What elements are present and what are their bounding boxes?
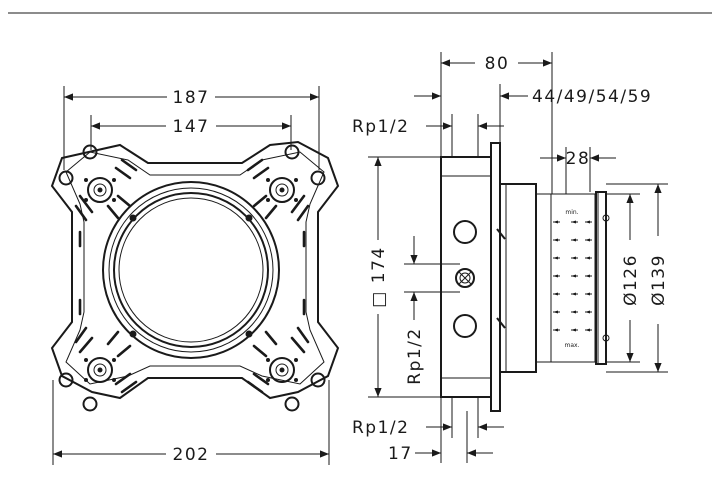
dim-187: 187: [63, 86, 320, 170]
dim-187-label: 187: [173, 88, 210, 108]
dim-147: 147: [90, 115, 292, 150]
dim-202: 202: [52, 380, 330, 465]
dim-202-label: 202: [173, 445, 210, 465]
dim-80-label: 80: [485, 54, 510, 74]
dim-28: 28: [540, 147, 616, 194]
dim-174: □ 174: [368, 156, 441, 398]
dim-rp-bottom: Rp1/2: [352, 397, 504, 438]
dim-rp-bottom-label: Rp1/2: [352, 418, 409, 438]
dim-44-59: 44/49/54/59: [414, 84, 652, 143]
frame-inner: [65, 151, 325, 385]
ring-holes: [129, 214, 253, 338]
port-top: [453, 220, 477, 244]
dim-rp-side: Rp1/2: [404, 236, 460, 385]
boss-marks: [84, 178, 298, 382]
front-view: [50, 140, 340, 412]
dim-80: 80: [440, 52, 553, 194]
dim-28-label: 28: [566, 149, 591, 169]
dim-126: Ø126: [606, 193, 641, 363]
boss-bottom-left: [87, 357, 113, 383]
dim-44-59-label: 44/49/54/59: [532, 87, 652, 107]
dim-rp-top-label: Rp1/2: [352, 117, 409, 137]
dim-174-label: □ 174: [369, 246, 389, 307]
outer-ring: [102, 181, 280, 359]
dim-rp-top: Rp1/2: [352, 114, 504, 157]
port-bottom: [453, 314, 477, 338]
boss-bottom-right: [269, 357, 295, 383]
side-view: min. max.: [440, 142, 610, 412]
label-min: min.: [565, 209, 578, 216]
dim-139-label: Ø139: [649, 254, 669, 306]
ear-holes: [58, 144, 326, 412]
label-max: max.: [565, 342, 580, 349]
dim-147-label: 147: [173, 117, 210, 137]
boss-top-left: [87, 177, 113, 203]
boss-top-right: [269, 177, 295, 203]
neck: [499, 183, 537, 373]
inner-ring: [118, 197, 264, 343]
dim-rp-side-label: Rp1/2: [405, 327, 425, 384]
dim-126-label: Ø126: [621, 254, 641, 306]
insert-sleeve: min. max.: [535, 191, 610, 365]
ring-2: [108, 187, 274, 353]
port-middle: [455, 268, 475, 288]
flange: [490, 142, 501, 412]
dim-17: 17: [388, 397, 493, 464]
arm-slots: [74, 158, 310, 394]
dim-139: Ø139: [606, 183, 669, 373]
dim-17-label: 17: [388, 444, 413, 464]
ring-3: [113, 192, 269, 348]
corner-bosses: [87, 177, 295, 383]
sleeve-arrows: [553, 220, 592, 332]
